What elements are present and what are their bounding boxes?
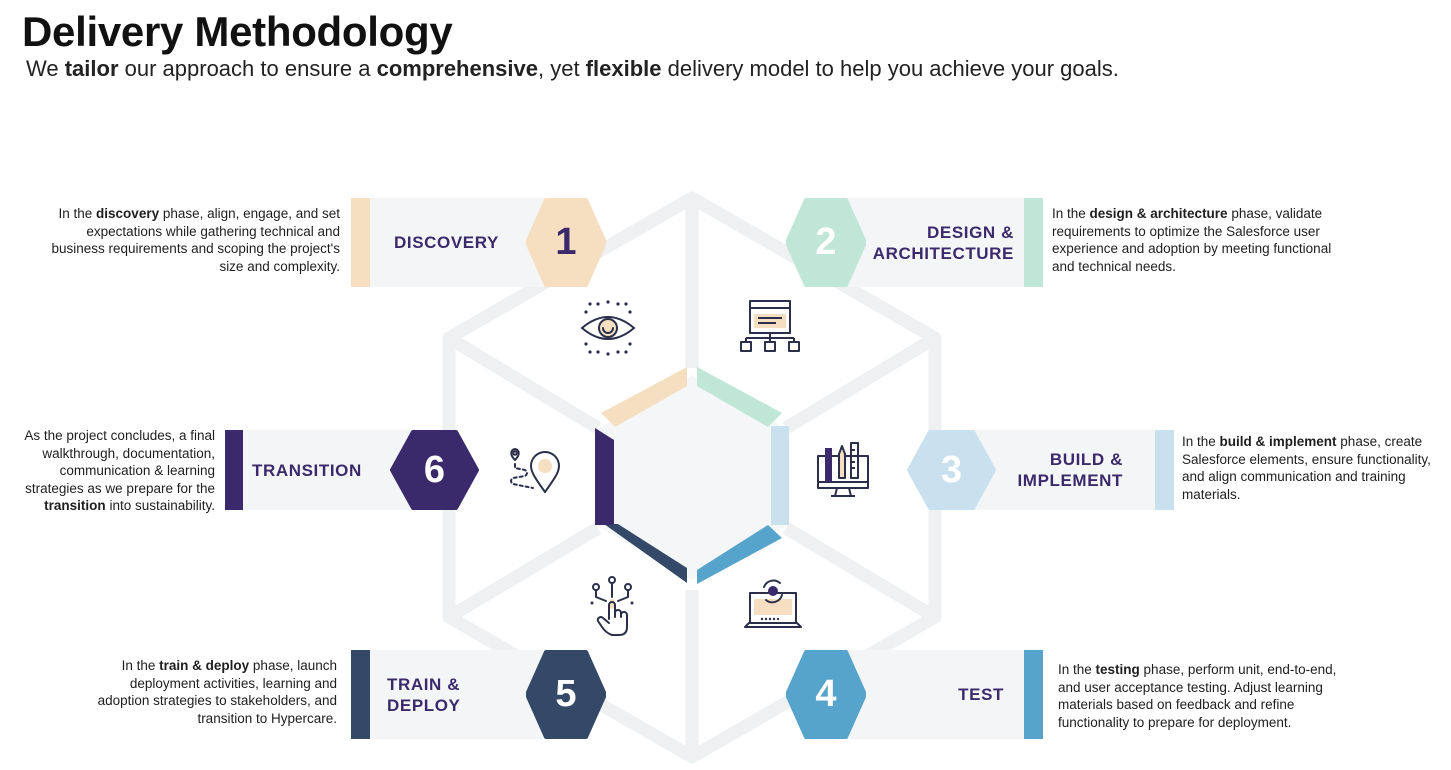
center-hexagon (598, 375, 786, 580)
center-segment-test (697, 525, 782, 584)
eye-icon (578, 298, 638, 358)
phase-description-build: In the build & implement phase, create S… (1182, 434, 1431, 502)
phase-label-design: DESIGN &ARCHITECTURE (872, 222, 1014, 263)
phase-label-transition: TRANSITION (252, 460, 362, 480)
center-segment-transition (595, 428, 614, 525)
phase-description-discovery: In the discovery phase, align, engage, a… (51, 206, 341, 274)
center-segment-train (604, 524, 687, 583)
phase-number-hex-6: 6 (390, 430, 479, 510)
center-segment-discovery (601, 367, 687, 427)
phase-description-test: In the testing phase, perform unit, end-… (1058, 662, 1337, 730)
card-accent-bar (1024, 650, 1043, 739)
hand-tap-icon (588, 575, 640, 639)
phase-label-discovery: DISCOVERY (394, 233, 499, 252)
phase-label-test: TEST (958, 685, 1004, 704)
phase-number-hex-2: 2 (786, 198, 866, 287)
page-title: Delivery Methodology (22, 8, 453, 55)
card-accent-bar (351, 650, 370, 739)
monitor-tools-icon (815, 438, 871, 500)
phase-label-train: TRAIN &DEPLOY (387, 674, 461, 715)
phase-number-hex-5: 5 (526, 650, 606, 739)
card-accent-bar (1155, 430, 1174, 510)
page-subtitle: We tailor our approach to ensure a compr… (26, 56, 1119, 81)
phase-description-transition: As the project concludes, a final walkth… (24, 428, 215, 513)
center-segment-build (771, 426, 789, 525)
card-accent-bar (1024, 198, 1043, 287)
laptop-refresh-icon (742, 575, 804, 633)
map-route-icon (505, 446, 565, 496)
phase-description-train: In the train & deploy phase, launch depl… (97, 658, 337, 726)
center-segment-design (697, 367, 782, 427)
phase-description-design: In the design & architecture phase, vali… (1052, 206, 1332, 274)
phase-number-hex-3: 3 (907, 430, 996, 510)
card-accent-bar (225, 430, 243, 510)
sitemap-icon (738, 298, 802, 356)
phase-number-hex-1: 1 (526, 198, 606, 287)
card-accent-bar (351, 198, 370, 287)
phase-number-hex-4: 4 (786, 650, 866, 739)
phase-label-build: BUILD &IMPLEMENT (1017, 450, 1123, 490)
